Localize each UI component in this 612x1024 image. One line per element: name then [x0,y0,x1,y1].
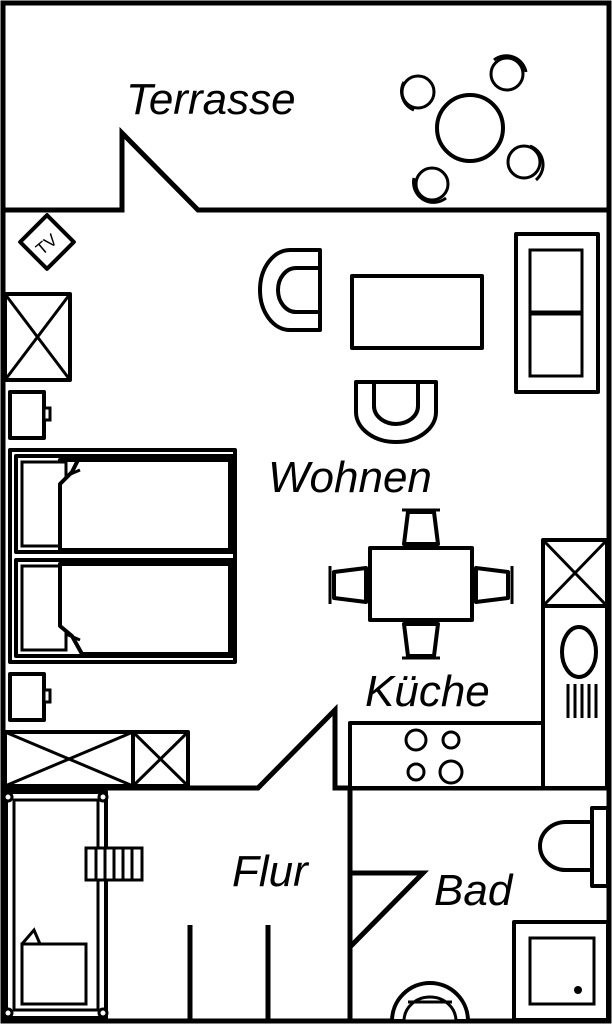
patio-table-icon [400,54,545,204]
nightstand-icon-2 [8,672,52,722]
ladder-icon [84,846,144,882]
tv-icon: TV [18,213,76,271]
bath-door [348,870,429,949]
toilet-icon [538,806,610,888]
wardrobe-icon-2 [3,730,190,788]
terrace-wall [3,126,609,213]
dining-table-icon [368,546,474,622]
wardrobe-icon [3,292,72,382]
bunk-bed-icon [2,790,109,1020]
room-label-terrace: Terrasse [126,75,296,124]
room-label-hall: Flur [232,847,310,896]
sink-icon [560,625,598,679]
dining-chair-icon [328,508,514,660]
coffee-table-icon [350,274,484,350]
armchair-icon-2 [354,380,438,444]
room-label-living: Wohnen [268,453,432,502]
shower-icon [512,920,610,1022]
fridge-icon [541,538,609,608]
armchair-icon [258,248,322,332]
nightstand-icon [8,390,52,440]
sofa-icon [514,232,600,394]
radiator-icon [566,684,598,718]
washbasin-icon [390,981,470,1023]
twin-bed-icon [8,448,237,664]
stove-icon [404,728,464,785]
room-label-bath: Bad [434,866,514,915]
room-label-kitchen: Küche [365,667,490,716]
